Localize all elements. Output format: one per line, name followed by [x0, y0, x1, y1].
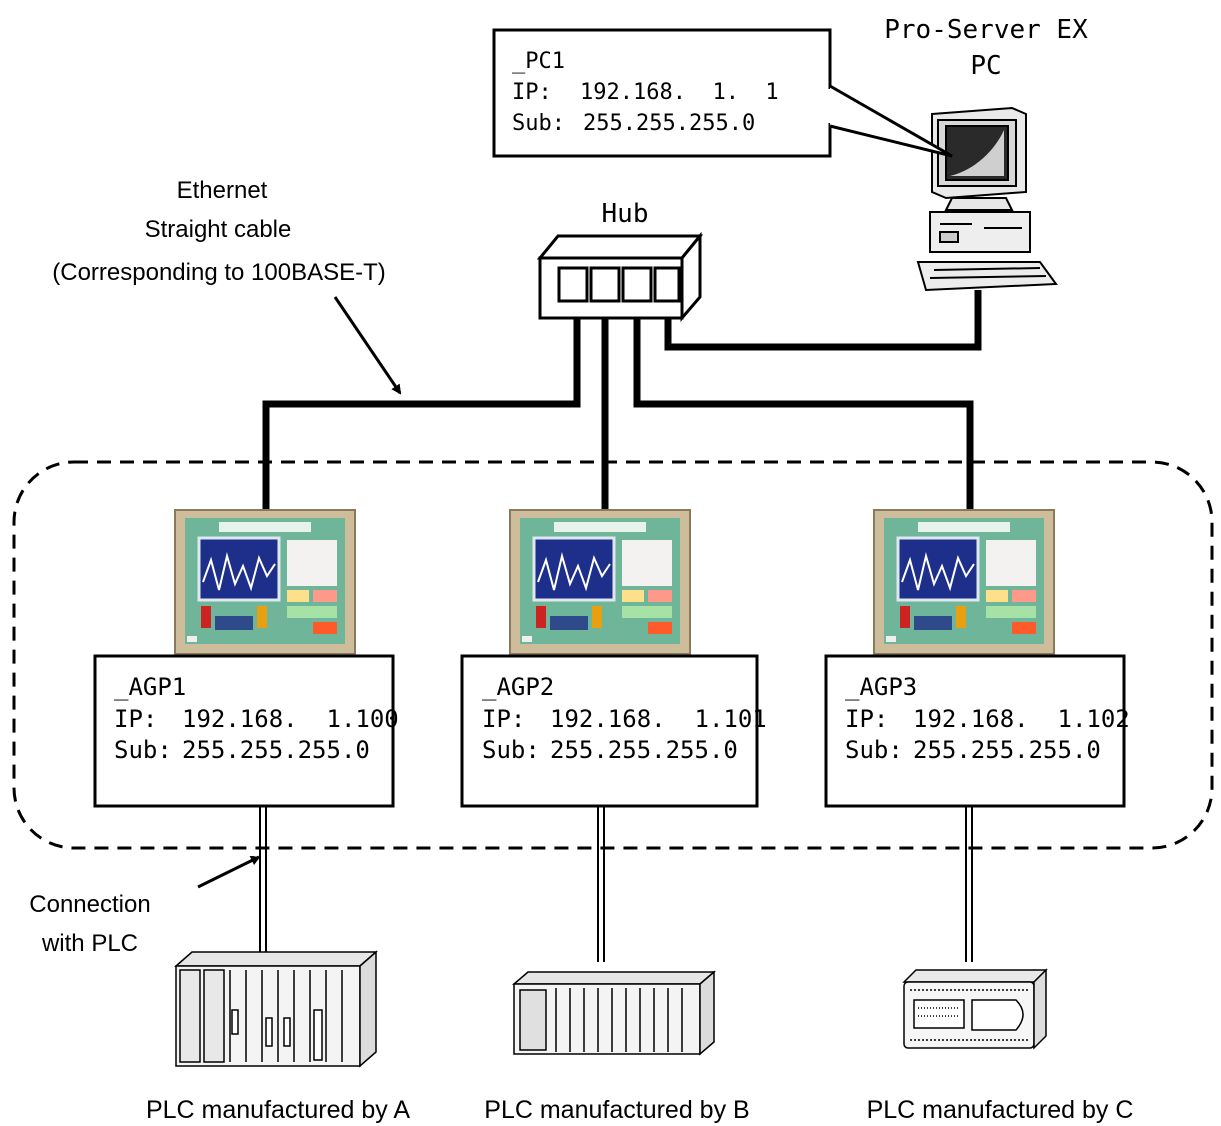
agp3-ip-label: IP:	[845, 705, 888, 733]
cable-label-line2: Straight cable	[145, 216, 292, 243]
cable-hub-to-agp3	[633, 302, 974, 512]
plc-connection-arrow	[197, 855, 261, 889]
agp3-panel-icon	[873, 509, 1055, 655]
pc-ip-value: 192.168. 1. 1	[580, 80, 779, 105]
agp2-sub-value: 255.255.255.0	[550, 736, 738, 764]
pc-sub-value: 255.255.255.0	[583, 111, 755, 136]
ethernet-cables	[262, 290, 982, 512]
plc-c-icon	[902, 968, 1048, 1050]
cable-label-line3: (Corresponding to 100BASE-T)	[52, 259, 386, 286]
agp1-sub-value: 255.255.255.0	[182, 736, 370, 764]
cable-label-line1: Ethernet	[177, 177, 268, 204]
plc-connection-line2: with PLC	[41, 930, 138, 957]
agp2-sub-label: Sub:	[482, 736, 540, 764]
cable-hub-to-agp1	[262, 302, 581, 512]
agp1-panel-icon	[174, 509, 356, 655]
pc-title-line1: Pro-Server EX	[884, 15, 1088, 45]
pc-sub-label: Sub:	[512, 111, 565, 136]
network-group-boundary	[12, 460, 1214, 850]
pc-name: _PC1	[512, 49, 565, 74]
agp2-name: _AGP2	[482, 673, 554, 701]
agp1-sub-label: Sub:	[114, 736, 172, 764]
agp1-info-box	[93, 654, 395, 808]
pc-icon	[916, 106, 1058, 292]
agp3-sub-value: 255.255.255.0	[913, 736, 1101, 764]
agp1-ip-label: IP:	[114, 705, 157, 733]
cable-pointer-arrow	[333, 296, 402, 395]
agp1-ip-value: 192.168. 1.100	[182, 705, 399, 733]
agp2-ip-label: IP:	[482, 705, 525, 733]
plc-a-icon	[174, 950, 378, 1068]
agp2-ip-value: 192.168. 1.101	[550, 705, 767, 733]
cable-hub-to-pc	[664, 290, 982, 351]
plc-a-label: PLC manufactured by A	[146, 1096, 410, 1124]
agp3-ip-value: 192.168. 1.102	[913, 705, 1130, 733]
agp3-sub-label: Sub:	[845, 736, 903, 764]
hub-icon	[536, 231, 704, 323]
agp3-info-box	[824, 654, 1126, 808]
pc-ip-label: IP:	[512, 80, 552, 105]
hub-label: Hub	[602, 199, 649, 229]
plc-b-label: PLC manufactured by B	[484, 1096, 749, 1124]
plc-connection-line1: Connection	[29, 891, 150, 918]
plc-cables	[259, 806, 973, 962]
pc-callout	[492, 28, 953, 158]
agp2-info-box	[460, 654, 759, 808]
agp1-name: _AGP1	[114, 673, 186, 701]
plc-c-label: PLC manufactured by C	[867, 1096, 1134, 1124]
agp2-panel-icon	[509, 509, 691, 655]
pc-title-line2: PC	[970, 51, 1001, 81]
agp3-name: _AGP3	[845, 673, 917, 701]
plc-b-icon	[511, 970, 717, 1056]
